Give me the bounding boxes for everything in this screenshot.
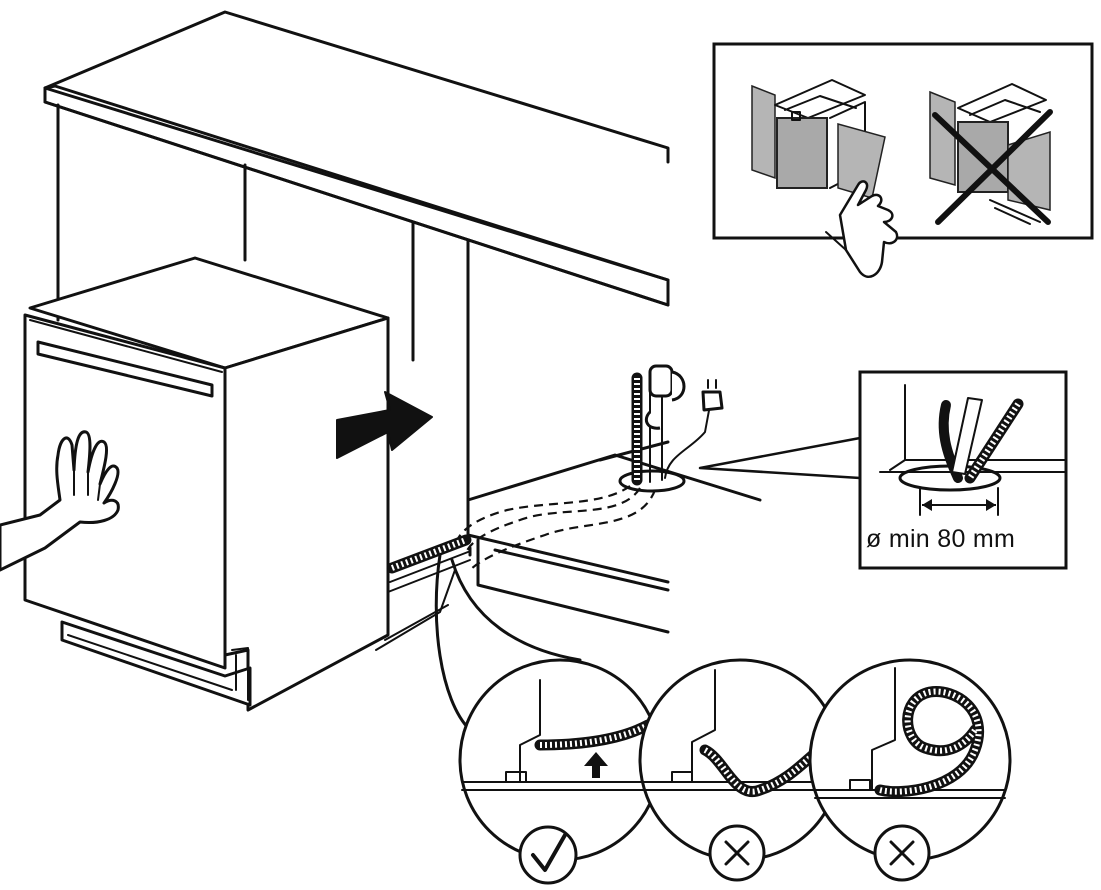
hose-routing-callout [434,553,582,732]
hole-diameter-label: ø min 80 mm [866,525,1016,553]
side-panel-inset [712,42,1094,278]
drain-hose [375,534,472,651]
floor-hole-inset [698,370,1068,570]
routing-wrong-loop [808,658,1012,862]
countertop [43,10,670,307]
arrow-up-icon [584,752,608,778]
cross-icon [873,824,931,882]
checkmark-icon [518,825,578,885]
arrow-right-icon [336,391,433,459]
floor-hole [618,469,686,493]
cross-icon [708,824,766,882]
floor [466,440,762,502]
diameter-arrow [922,499,996,511]
hoses-and-plug [631,364,724,486]
cross-icon [932,109,1053,225]
dishwasher [23,256,390,712]
cabinet-niche [56,103,670,634]
routing-wrong-sag [638,658,842,862]
routed-hoses [453,485,657,571]
hand-icon [0,430,120,572]
